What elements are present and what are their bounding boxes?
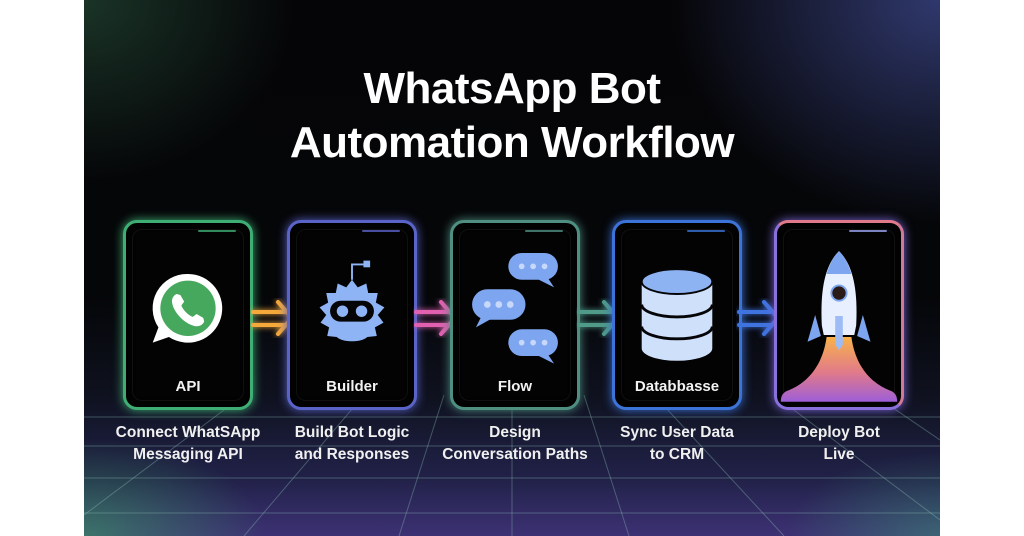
card-highlight (687, 230, 725, 232)
step-card-deploy[interactable] (774, 220, 904, 410)
card-highlight (198, 230, 236, 232)
caption-line-1: Deploy Bot (798, 424, 880, 441)
caption-line-2: Messaging API (133, 446, 243, 463)
whatsapp-icon (152, 273, 223, 343)
card-highlight (362, 230, 400, 232)
card-highlight (525, 230, 563, 232)
caption-line-2: and Responses (294, 446, 410, 463)
step-label: Flow (497, 378, 533, 395)
caption-line-1: Design (489, 424, 541, 441)
bot-gear-icon (319, 260, 385, 342)
step-label: Builder (326, 378, 378, 395)
step-card-flow[interactable]: Flow (450, 220, 580, 410)
caption-line-1: Build Bot Logic (294, 424, 410, 441)
database-icon (640, 268, 714, 361)
caption-line-2: Live (823, 446, 855, 463)
chat-bubbles-icon (472, 253, 558, 364)
step-caption-deploy: Deploy Bot Live (754, 422, 924, 466)
caption-line-1: Connect WhatSApp (115, 424, 261, 441)
step-caption-api: Connect WhatSApp Messaging API (103, 422, 273, 466)
step-card-api[interactable]: API (123, 220, 253, 410)
caption-line-2: to CRM (649, 446, 705, 463)
grid-floor (84, 395, 940, 536)
step-caption-database: Sync User Data to CRM (592, 422, 762, 466)
step-label: Databbasse (634, 378, 720, 395)
step-caption-flow: Design Conversation Paths (430, 422, 600, 466)
step-card-database[interactable]: Databbasse (612, 220, 742, 410)
caption-line-1: Sync User Data (620, 424, 734, 441)
step-label: API (175, 378, 201, 395)
step-card-builder[interactable]: Builder (287, 220, 417, 410)
caption-line-2: Conversation Paths (442, 446, 588, 463)
title-line-2: Automation Workflow (289, 118, 735, 167)
title-line-1: WhatsApp Bot (363, 64, 661, 113)
workflow-panel: WhatsApp Bot Automation Workflow API Bu (84, 0, 940, 536)
card-highlight (849, 230, 887, 232)
step-caption-builder: Build Bot Logic and Responses (267, 422, 437, 466)
rocket-icon (780, 251, 898, 402)
